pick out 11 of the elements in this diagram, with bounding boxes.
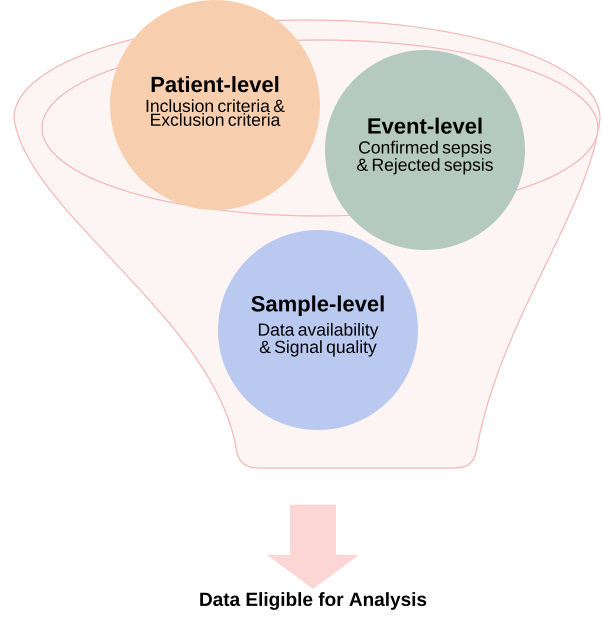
level-heading: Event-level [368, 118, 482, 134]
level-circle [325, 50, 525, 250]
block-arrow [266, 504, 360, 589]
level-circle [218, 230, 418, 430]
level-circle [110, 0, 320, 210]
criteria-text: Inclusion criteria & Exclusion criteria [146, 99, 285, 126]
result-text: Data Eligible for Analysis [200, 592, 426, 610]
criteria-text: Confirmed sepsis & Rejected sepsis [357, 140, 493, 174]
criteria-text: Data availability & Signal quality [258, 322, 378, 357]
level-heading: Sample-level [251, 295, 384, 316]
level-heading: Patient-level [152, 76, 278, 92]
